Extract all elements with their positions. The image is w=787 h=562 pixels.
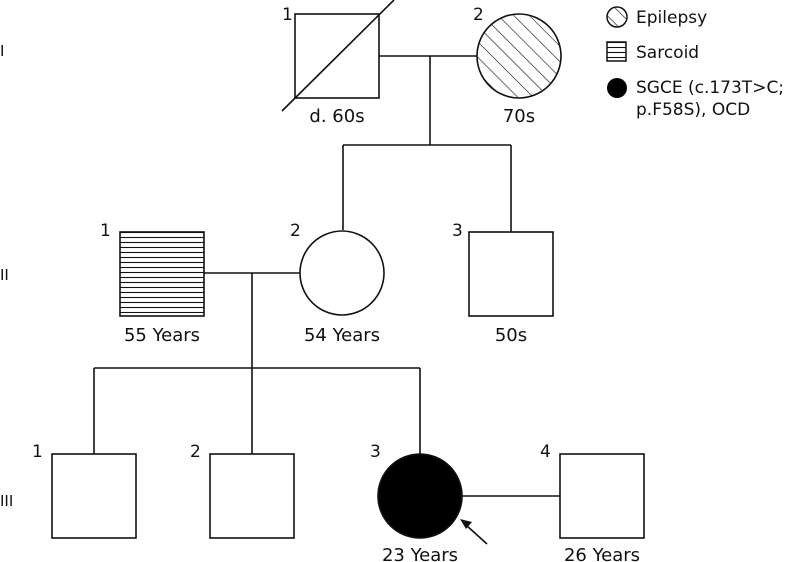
gen2-label-3: 50s	[495, 325, 527, 346]
gen2-male-3	[468, 231, 554, 317]
legend: Epilepsy Sarcoid SGCE (c.173T>C; p.F58S)…	[606, 6, 784, 120]
legend-sgce-label-line2: p.F58S), OCD	[636, 100, 750, 120]
gen3-number-3: 3	[370, 442, 381, 462]
gen2-label-2: 54 Years	[304, 325, 380, 346]
gen3-number-4: 4	[540, 442, 551, 462]
gen1-number-1: 1	[282, 5, 293, 25]
gen1-number-2: 2	[473, 5, 484, 25]
generation-label-i: I	[0, 42, 4, 60]
legend-sgce-label-line1: SGCE (c.173T>C;	[636, 78, 784, 98]
gen3-male-1	[51, 453, 137, 539]
proband-arrow-icon	[460, 519, 488, 545]
gen1-label-2: 70s	[503, 106, 535, 127]
gen2-number-2: 2	[290, 221, 301, 241]
gen1-label-1: d. 60s	[309, 106, 364, 127]
gen2-number-1: 1	[100, 221, 111, 241]
gen3-label-4: 26 Years	[564, 545, 640, 562]
gen2-male-1-sarcoid	[119, 231, 205, 317]
gen3-male-2	[209, 453, 295, 539]
legend-epilepsy-icon	[606, 6, 628, 28]
legend-sarcoid-label: Sarcoid	[636, 43, 699, 63]
gen2-label-1: 55 Years	[124, 325, 200, 346]
legend-sarcoid-icon	[606, 41, 627, 62]
gen3-male-4	[559, 453, 645, 539]
legend-epilepsy-label: Epilepsy	[636, 8, 707, 28]
deceased-slash	[281, 0, 395, 112]
generation-label-iii: III	[0, 492, 13, 510]
gen3-number-1: 1	[32, 442, 43, 462]
gen3-female-3-proband	[377, 453, 463, 539]
gen1-female-2-epilepsy	[476, 13, 562, 99]
gen3-label-3: 23 Years	[382, 545, 458, 562]
gen3-number-2: 2	[190, 442, 201, 462]
gen2-number-3: 3	[452, 221, 463, 241]
generation-label-ii: II	[0, 266, 9, 284]
legend-sgce-icon	[607, 78, 627, 98]
gen2-female-2	[299, 230, 385, 316]
